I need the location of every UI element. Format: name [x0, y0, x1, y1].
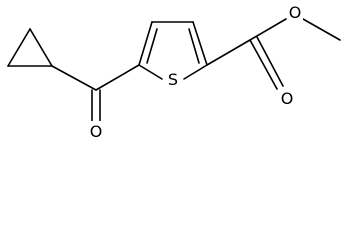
thiophene-bond-c2-s — [183, 64, 208, 80]
thiophene-double-bond-c5-c4-inner — [146, 28, 158, 64]
thiophene-to-ester-bond — [206, 39, 251, 66]
ester-ether-oxygen-label-background — [287, 2, 303, 21]
chemical-structure-diagram: S O O O — [7, 2, 341, 141]
thiophene-bond-s-c5 — [138, 64, 163, 80]
molecule-drawing: S O O O — [7, 2, 341, 141]
sulfur-label-background — [166, 70, 181, 89]
thiophene-double-bond-c3-c2-inner — [188, 28, 200, 64]
ketone-oxygen-atom-label: O — [90, 122, 103, 141]
cyclopropane-bond-top — [7, 28, 31, 67]
ester-carbonyl-double-bond-a — [249, 39, 278, 90]
thiophene-bond-c5-c4 — [138, 21, 153, 66]
ketone-to-thiophene-bond — [95, 64, 140, 91]
ester-carbonyl-double-bond-b — [256, 36, 284, 87]
ester-carbonyl-oxygen-label-background — [279, 88, 295, 107]
ester-o-methyl-bond — [302, 18, 341, 41]
ester-carbonyl-oxygen-atom-label: O — [281, 89, 294, 108]
sulfur-atom-label: S — [168, 70, 178, 89]
ester-ether-oxygen-atom-label: O — [289, 3, 302, 22]
ketone-oxygen-label-background — [88, 121, 104, 140]
cyclopropyl-carbonyl-bond — [51, 65, 97, 91]
cyclopropane-bond-right — [29, 28, 53, 67]
ester-c-o-bond — [249, 18, 287, 41]
thiophene-bond-c3-c2 — [192, 21, 208, 66]
